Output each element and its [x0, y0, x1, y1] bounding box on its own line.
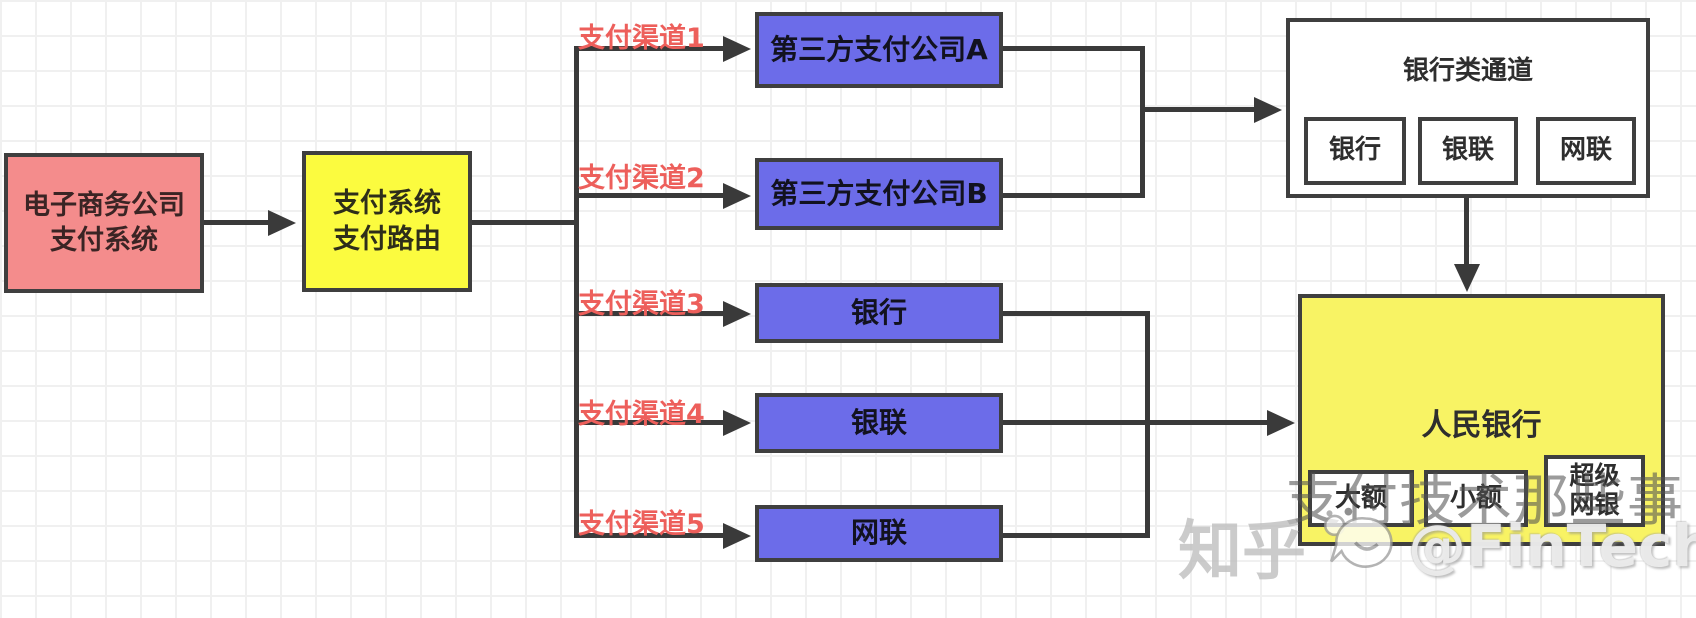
- connector-channel-trunk: [574, 46, 579, 538]
- connector-to-pboc: [1001, 420, 1267, 425]
- connector-channel-2: [574, 193, 723, 198]
- zhihu-bubble-logo-icon: [1323, 507, 1393, 568]
- connector-channel-1: [574, 46, 723, 51]
- node-third-party-psp-a: 第三方支付公司A: [755, 12, 1003, 88]
- connector-bankchannels-to-pboc: [1464, 194, 1469, 264]
- node-ecommerce-payment-system: 电子商务公司 支付系统: [4, 153, 204, 293]
- connector-channel-4: [574, 420, 723, 425]
- node-ecommerce-line2: 支付系统: [50, 225, 158, 256]
- connector-channel-3: [574, 311, 723, 316]
- connector-router-feed: [470, 220, 576, 225]
- arrowhead-channel-3: [723, 301, 751, 327]
- watermark-row: 知乎 @FinTechShare: [1178, 500, 1696, 592]
- channel-label-1: 支付渠道1: [578, 23, 705, 54]
- arrowhead-ecommerce-to-router: [268, 210, 296, 236]
- channel-label-5: 支付渠道5: [578, 509, 705, 540]
- arrowhead-channel-5: [723, 523, 751, 549]
- channel-label-4: 支付渠道4: [578, 399, 705, 430]
- node-netsunion: 网联: [755, 505, 1003, 562]
- node-third-party-psp-b: 第三方支付公司B: [755, 158, 1003, 230]
- watermark-site-label: 知乎: [1178, 515, 1306, 589]
- connector-ecommerce-to-router: [204, 220, 268, 225]
- connector-psp-merge: [1140, 46, 1145, 198]
- arrowhead-channel-2: [723, 183, 751, 209]
- node-payment-router: 支付系统 支付路由: [302, 151, 472, 292]
- arrowhead-to-pboc: [1267, 410, 1295, 436]
- subnode-beps-small-value: 小额: [1424, 470, 1528, 527]
- connector-channel-5: [574, 533, 723, 538]
- group-bank-channels: 银行类通道 银行 银联 网联: [1286, 18, 1650, 198]
- channel-label-3: 支付渠道3: [578, 289, 705, 320]
- connector-to-bank-channels: [1140, 107, 1254, 112]
- group-pboc: 人民银行 大额 小额 超级网银: [1298, 294, 1665, 546]
- watermark-handle: @FinTechShare: [1408, 512, 1696, 580]
- group-pboc-title: 人民银行: [1421, 408, 1542, 443]
- arrowhead-channel-4: [723, 410, 751, 436]
- arrowhead-channel-1: [723, 36, 751, 62]
- connector-psp-a-out: [1001, 46, 1142, 51]
- node-router-line1: 支付系统: [333, 188, 441, 220]
- subnode-netsunion: 网联: [1536, 117, 1636, 185]
- node-ecommerce-line1: 电子商务公司: [23, 189, 185, 221]
- subnode-bank: 银行: [1304, 117, 1406, 185]
- node-bank: 银行: [755, 283, 1003, 343]
- channel-label-2: 支付渠道2: [578, 163, 705, 194]
- connector-psp-b-out: [1001, 193, 1142, 198]
- node-unionpay: 银联: [755, 393, 1003, 453]
- subnode-unionpay: 银联: [1418, 117, 1518, 185]
- arrowhead-to-bank-channels: [1254, 97, 1282, 123]
- arrowhead-bankchannels-to-pboc: [1454, 264, 1480, 292]
- connector-bank-out: [1001, 311, 1148, 316]
- connector-netsunion-out: [1001, 533, 1148, 538]
- subnode-super-online-banking: 超级网银: [1544, 455, 1645, 527]
- node-router-line2: 支付路由: [333, 223, 441, 255]
- group-bank-channels-title: 银行类通道: [1402, 56, 1533, 86]
